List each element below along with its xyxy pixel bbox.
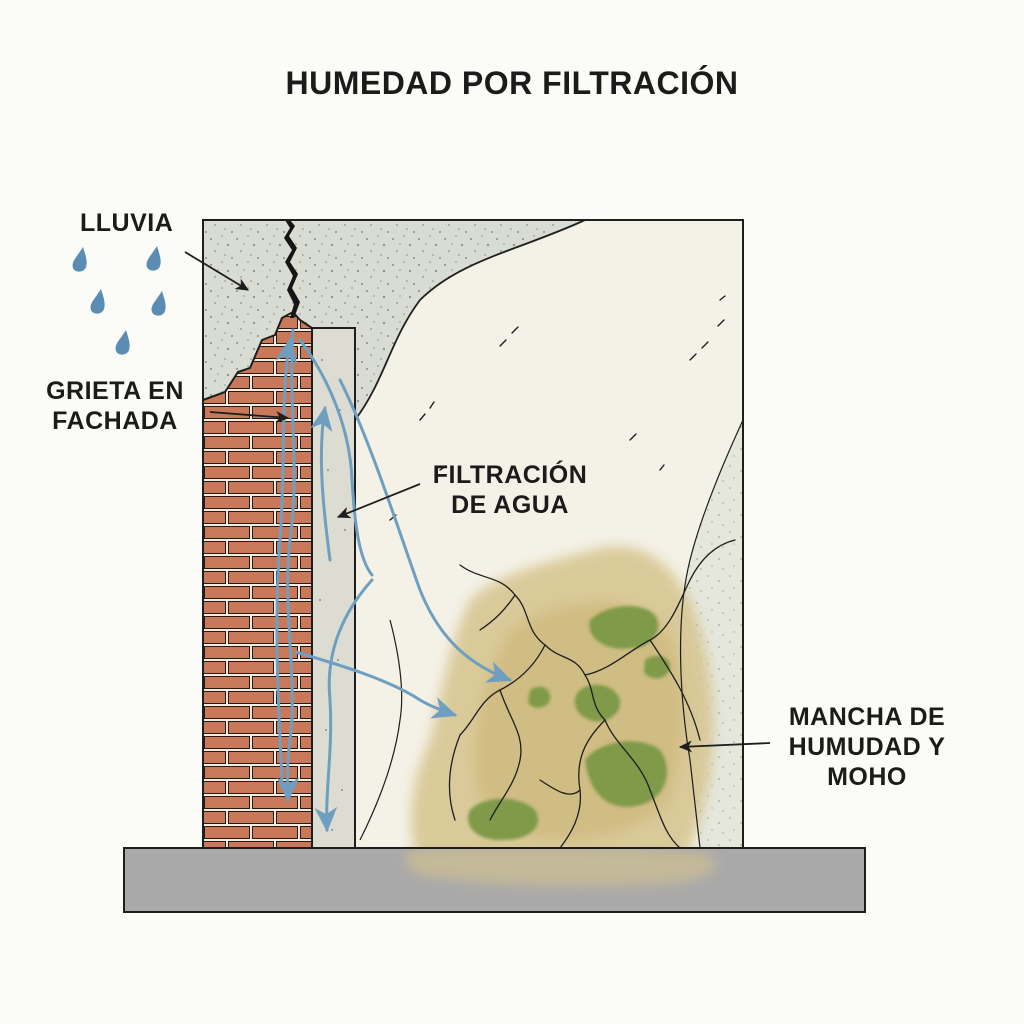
label-water-line2: DE AGUA	[451, 491, 569, 519]
leader-filtration	[336, 483, 421, 519]
water-flow-arrows	[275, 328, 513, 833]
label-stain-line1: MANCHA DE	[788, 703, 946, 731]
label-stain-line2: HUMUDAD Y	[788, 733, 946, 761]
label-crack: GRIETA EN FACHADA	[30, 376, 200, 436]
label-water-filtration: FILTRACIÓN DE AGUA	[420, 460, 600, 520]
water-arrow-up-plaster	[310, 405, 333, 562]
rain-drops	[72, 246, 166, 355]
wall-outline	[202, 219, 744, 849]
raindrop-icon	[146, 246, 161, 271]
hairline-cracks	[448, 539, 736, 849]
facade-crack	[284, 220, 300, 318]
leader-rain	[184, 251, 250, 291]
water-arrow-down-brick	[276, 328, 300, 803]
leader-stain	[678, 740, 771, 753]
label-stain: MANCHA DE HUMUDAD Y MOHO	[772, 702, 962, 792]
raindrop-icon	[151, 291, 166, 316]
water-arrow-up-brick	[275, 337, 298, 782]
label-water-line1: FILTRACIÓN	[432, 461, 588, 489]
leader-arrows	[184, 251, 771, 753]
plaster-layer	[311, 327, 356, 849]
render-boundary	[354, 219, 586, 421]
label-crack-line1: GRIETA EN	[46, 377, 184, 405]
label-crack-line2: FACHADA	[52, 407, 178, 435]
floor-damp-stain	[405, 845, 716, 887]
label-stain-line3: MOHO	[827, 763, 907, 791]
lower-left-boundary	[359, 619, 403, 841]
diagram-title: HUMEDAD POR FILTRACIÓN	[285, 65, 739, 101]
water-arrow-to-stain	[338, 378, 513, 683]
raindrop-icon	[90, 289, 105, 314]
raindrop-icon	[115, 330, 130, 355]
surface-dashes	[389, 295, 726, 521]
water-arrow-into-plaster	[298, 338, 374, 577]
raindrop-icon	[72, 247, 87, 272]
label-rain: LLUVIA	[80, 209, 174, 237]
leader-crack	[209, 411, 290, 424]
side-boundary	[679, 419, 744, 849]
water-arrow-down-plaster	[314, 578, 374, 833]
water-arrow-horizontal	[294, 650, 458, 719]
